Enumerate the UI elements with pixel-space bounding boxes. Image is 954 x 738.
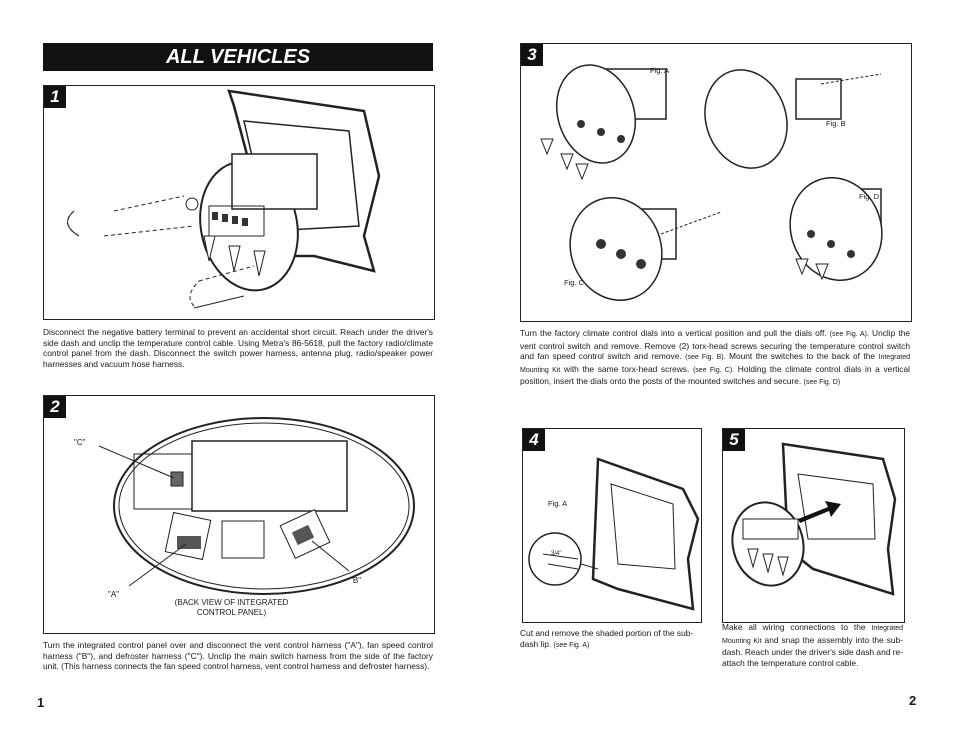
label-a: "A" (108, 590, 120, 599)
page-number-right: 2 (909, 693, 917, 708)
step-5-figure: 5 (722, 428, 905, 623)
label-c: "C" (74, 438, 86, 447)
kit-name: Integrated Mounting Kit (520, 354, 911, 374)
step-3-text-main: Turn the factory climate control dials i… (520, 328, 827, 338)
step-1-text: Disconnect the negative battery terminal… (43, 327, 433, 369)
dial-removal-illustration (540, 64, 883, 301)
fig-a-label: Fig. A (650, 66, 670, 75)
fig-b-label: Fig. B (826, 119, 846, 128)
step-3-text-2: Unclip the vent control switch and remov… (520, 328, 911, 362)
label-b: "B" (350, 576, 362, 585)
fig-a-label: Fig. A (548, 499, 568, 508)
step-3-text-3: Mount the switches to the back of the (728, 351, 876, 362)
step-5-text: Make all wiring connections to the Integ… (722, 622, 903, 668)
fig-c-label: Fig. C (564, 278, 585, 287)
section-title: ALL VEHICLES (43, 43, 433, 71)
ref-fig-a: (see Fig. A) (553, 641, 590, 649)
step-4-figure: 4 Fig. A 3/4" (522, 428, 702, 623)
step-3-text-4: with the same torx-head screws. (563, 363, 690, 374)
page-number-left: 1 (37, 695, 45, 710)
ref-fig-d: (see Fig. D) (803, 379, 841, 387)
install-illustration (731, 442, 897, 596)
figure-caption: (BACK VIEW OF INTEGRATED CONTROL PANEL) (164, 598, 299, 618)
step-3-text-5: Holding the climate control dials in a v… (520, 363, 911, 387)
kit-name: Integrated Mounting Kit (722, 625, 903, 645)
sub-dash-cut-illustration (528, 457, 700, 611)
step-badge: 1 (44, 86, 66, 108)
ref-fig-a: (see Fig. A). (829, 331, 869, 338)
step-2-text: Turn the integrated control panel over a… (43, 640, 433, 672)
back-view-illustration (98, 417, 415, 595)
measurement-label: 3/4" (551, 551, 562, 557)
step-4-text: Cut and remove the shaded portion of the… (520, 628, 702, 651)
step-badge: 3 (521, 44, 543, 66)
step-badge: 2 (44, 396, 66, 418)
caption-line-2: CONTROL PANEL) (196, 608, 267, 617)
ref-fig-b: (see Fig. B). (685, 354, 726, 362)
fig-d-label: Fig. D (859, 192, 880, 201)
step-4-text-main: Cut and remove the shaded portion of the… (520, 628, 694, 649)
step-badge: 5 (723, 429, 745, 451)
step-5-text-1: Make all wiring connections to the (722, 622, 866, 632)
caption-line-1: (BACK VIEW OF INTEGRATED (174, 598, 289, 607)
step-2-figure: 2 "C" "A" "B" (BACK VIEW OF INTEGRATED C… (43, 395, 435, 634)
step-3-figure: 3 Fig. A Fig. B Fig. C Fig. D (520, 43, 912, 322)
step-3-text: Turn the factory climate control dials i… (520, 328, 910, 389)
step-1-figure: 1 (43, 85, 435, 320)
ref-fig-c: (see Fig. C). (692, 366, 735, 374)
radio-removal-illustration (67, 89, 381, 309)
step-badge: 4 (523, 429, 545, 451)
step-5-text-2: and snap the assembly into the sub-dash.… (722, 634, 903, 668)
